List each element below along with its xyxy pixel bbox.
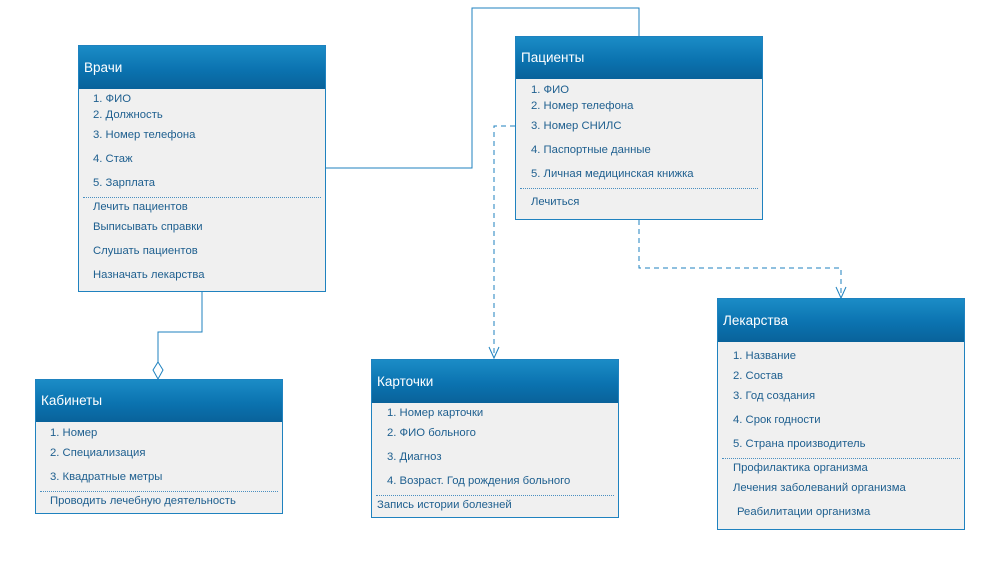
method: Реабилитации организма bbox=[737, 506, 871, 518]
compartment-divider bbox=[722, 458, 960, 459]
attribute: 5. Страна производитель bbox=[733, 438, 866, 450]
attribute: 3. Номер телефона bbox=[93, 129, 196, 141]
attribute: 1. ФИО bbox=[93, 93, 132, 105]
compartment-divider bbox=[376, 495, 614, 496]
attribute: 1. Номер bbox=[50, 427, 98, 439]
class-header: Кабинеты bbox=[36, 380, 282, 422]
class-title: Лекарства bbox=[723, 313, 789, 328]
attribute: 5. Личная медицинская книжка bbox=[531, 168, 694, 180]
compartment-divider bbox=[520, 188, 758, 189]
method: Назначать лекарства bbox=[93, 269, 205, 281]
class-title: Врачи bbox=[84, 60, 123, 75]
attribute: 4. Паспортные данные bbox=[531, 144, 651, 156]
dependency-patsienty-lekarstva bbox=[638, 220, 842, 297]
attribute: 4. Возраст. Год рождения больного bbox=[387, 475, 571, 487]
method: Выписывать справки bbox=[93, 221, 203, 233]
dependency-patsienty-kartochki bbox=[493, 125, 515, 357]
method: Лечить пациентов bbox=[93, 201, 188, 213]
attribute: 2. Состав bbox=[733, 370, 783, 382]
method: Запись истории болезней bbox=[377, 499, 512, 511]
method: Лечиться bbox=[531, 196, 580, 208]
attribute: 3. Диагноз bbox=[387, 451, 442, 463]
attribute: 1. ФИО bbox=[531, 84, 570, 96]
attribute: 2. Номер телефона bbox=[531, 100, 634, 112]
class-kartochki: Карточки 1. Номер карточки 2. ФИО больно… bbox=[371, 359, 619, 518]
attribute: 3. Год создания bbox=[733, 390, 816, 402]
class-patsienty: Пациенты 1. ФИО 2. Номер телефона 3. Ном… bbox=[515, 36, 763, 220]
method: Слушать пациентов bbox=[93, 245, 198, 257]
attribute: 1. Номер карточки bbox=[387, 407, 484, 419]
class-header: Карточки bbox=[372, 360, 618, 403]
class-header: Лекарства bbox=[718, 299, 964, 342]
attribute: 1. Название bbox=[733, 350, 797, 362]
class-header: Пациенты bbox=[516, 37, 762, 79]
class-vrachi: Врачи 1. ФИО 2. Должность 3. Номер телеф… bbox=[78, 45, 326, 292]
class-title: Карточки bbox=[377, 374, 434, 389]
association-vrachi-patsienty bbox=[326, 7, 640, 169]
attribute: 3. Квадратные метры bbox=[50, 471, 163, 483]
method: Проводить лечебную деятельность bbox=[50, 495, 236, 507]
attribute: 2. Должность bbox=[93, 109, 163, 121]
method: Профилактика организма bbox=[733, 462, 868, 474]
compartment-divider bbox=[40, 491, 278, 492]
attribute: 3. Номер СНИЛС bbox=[531, 120, 622, 132]
class-title: Пациенты bbox=[521, 50, 585, 65]
class-kabinety: Кабинеты 1. Номер 2. Специализация 3. Кв… bbox=[35, 379, 283, 514]
compartment-divider bbox=[83, 197, 321, 198]
attribute: 2. ФИО больного bbox=[387, 427, 476, 439]
aggregation-vrachi-kabinety bbox=[157, 292, 203, 362]
attribute: 4. Срок годности bbox=[733, 414, 821, 426]
dependency-arrowhead-kartochki bbox=[488, 346, 500, 360]
attribute: 2. Специализация bbox=[50, 447, 146, 459]
class-title: Кабинеты bbox=[41, 393, 103, 408]
class-header: Врачи bbox=[79, 46, 325, 89]
aggregation-diamond bbox=[152, 361, 164, 381]
attribute: 4. Стаж bbox=[93, 153, 133, 165]
class-lekarstva: Лекарства 1. Название 2. Состав 3. Год с… bbox=[717, 298, 965, 530]
method: Лечения заболеваний организма bbox=[733, 482, 906, 494]
attribute: 5. Зарплата bbox=[93, 177, 156, 189]
